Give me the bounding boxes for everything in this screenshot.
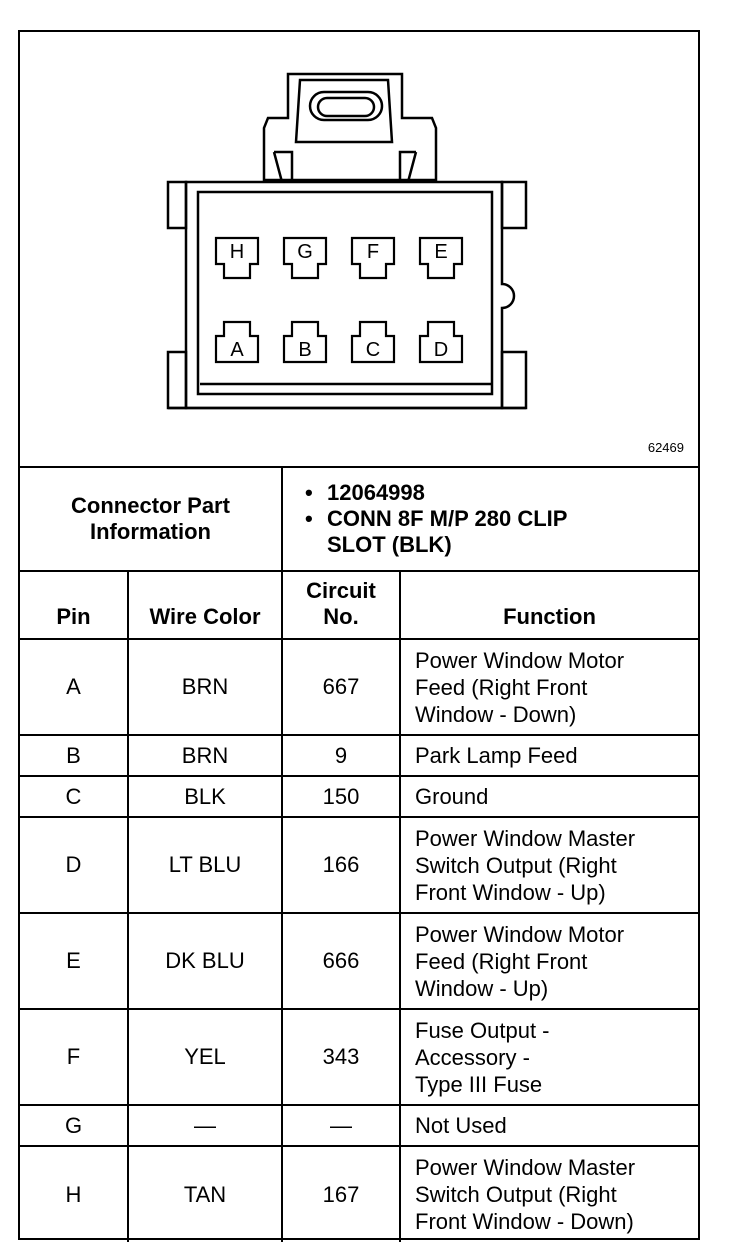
header-wire-color: Wire Color [127,570,283,639]
connector-info-label: Connector Part Information [20,466,283,572]
circuit-cell: 666 [281,912,401,1010]
wire-color-cell: YEL [127,1008,283,1106]
pin-cell: G [20,1104,129,1147]
function-line: Power Window Motor [415,647,625,673]
pin-cell: F [20,1008,129,1106]
pin-cell: H [20,1145,129,1242]
pin-label-d: D [434,339,448,361]
function-line: Fuse Output - [415,1017,550,1043]
pin-label-g: G [297,241,313,263]
circuit-cell: 166 [281,816,401,914]
table-header-row: Pin Wire Color Circuit No. Function [20,570,698,639]
function-cell: Fuse Output -Accessory -Type III Fuse [399,1008,698,1106]
function-line: Front Window - Up) [415,879,606,905]
function-line: Power Window Master [415,825,636,851]
wire-color-cell: TAN [127,1145,283,1242]
circuit-cell: — [281,1104,401,1147]
pin-label-a: A [230,339,244,361]
function-cell: Park Lamp Feed [399,734,698,777]
function-line: Power Window Motor [415,921,625,947]
circuit-cell: 150 [281,775,401,818]
function-line: Not Used [415,1113,507,1138]
pin-label-h: H [230,241,244,263]
pin-label-c: C [366,339,380,361]
connector-face-drawing: H G F E A B C D [166,72,528,410]
pin-label-e: E [434,241,447,263]
wire-color-cell: — [127,1104,283,1147]
function-line: Window - Down) [415,701,577,727]
function-line: Window - Up) [415,975,549,1001]
pin-cell: E [20,912,129,1010]
connector-info-list: • 12064998 • CONN 8F M/P 280 CLIP SLOT (BL… [281,466,698,572]
connector-description: • CONN 8F M/P 280 CLIP SLOT (BLK) [305,506,698,558]
wire-color-cell: DK BLU [127,912,283,1010]
function-cell: Ground [399,775,698,818]
function-cell: Not Used [399,1104,698,1147]
pin-cell: B [20,734,129,777]
connector-document: H G F E A B C D 62469 Connector Part Inf… [18,30,700,1242]
pin-cell: C [20,775,129,818]
function-line: Front Window - Down) [415,1209,634,1234]
header-pin: Pin [20,570,129,639]
wire-color-cell: BRN [127,734,283,777]
pin-label-f: F [367,241,379,263]
connector-part-number: • 12064998 [305,480,698,506]
wire-color-cell: BRN [127,638,283,736]
wire-color-cell: LT BLU [127,816,283,914]
circuit-cell: 167 [281,1145,401,1242]
part-number-text: 12064998 [327,480,425,505]
function-line: Switch Output (Right [415,852,617,878]
function-line: Feed (Right Front [415,948,588,974]
function-line: Type III Fuse [415,1071,543,1097]
bullet-icon: • [305,506,313,531]
function-line: Switch Output (Right [415,1182,617,1207]
connector-description-text: CONN 8F M/P 280 CLIP SLOT (BLK) [327,506,568,557]
bullet-icon: • [305,480,313,505]
figure-id: 62469 [647,440,684,455]
circuit-cell: 343 [281,1008,401,1106]
header-circuit-no: Circuit No. [281,570,401,639]
connector-info-row: Connector Part Information • 12064998 • CO… [20,466,698,572]
header-circuit-no-text: Circuit No. [306,578,376,629]
function-line: Power Window Master [415,1155,636,1180]
function-line: Park Lamp Feed [415,743,578,768]
circuit-cell: 9 [281,734,401,777]
function-line: Feed (Right Front [415,674,588,700]
table-row: G——Not Used [20,1104,698,1147]
function-line: Accessory - [415,1044,530,1070]
connector-diagram: H G F E A B C D 62469 [20,32,698,468]
connector-info-label-text: Connector Part Information [71,493,230,544]
wire-color-cell: BLK [127,775,283,818]
pin-cell: D [20,816,129,914]
pinout-table: Connector Part Information • 12064998 • CO… [20,466,698,1242]
circuit-cell: 667 [281,638,401,736]
header-function: Function [399,570,698,639]
pin-cell: A [20,638,129,736]
function-line: Ground [415,784,489,809]
pin-label-b: B [298,339,311,361]
